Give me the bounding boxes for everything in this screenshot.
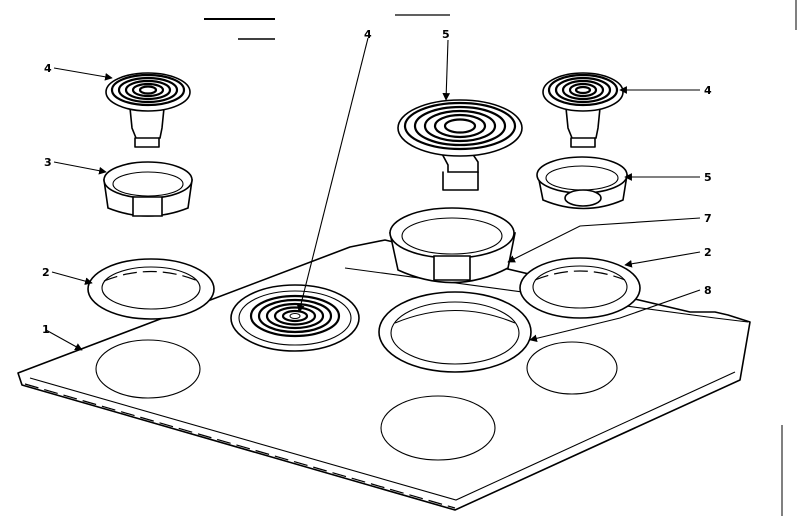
drip-pan-right <box>536 156 628 210</box>
surface-unit-left <box>105 72 191 148</box>
cutout-rear-right <box>526 341 618 395</box>
cutout-front-right <box>380 395 496 461</box>
drip-pan-left <box>103 161 193 217</box>
callout-8: 8 <box>704 284 712 297</box>
callout-5-right: 5 <box>704 171 712 184</box>
surface-unit-right <box>542 72 624 148</box>
callout-4-right: 4 <box>704 84 712 97</box>
callout-2-left: 2 <box>42 266 50 279</box>
cooktop-top <box>17 239 751 511</box>
cutout-front-left <box>95 339 201 399</box>
callout-7: 7 <box>704 212 712 225</box>
leader-lines <box>45 37 701 351</box>
callout-5-top: 5 <box>442 28 450 41</box>
callout-1: 1 <box>42 323 50 336</box>
scan-marks <box>204 0 797 516</box>
callout-4-left: 4 <box>44 62 52 75</box>
drip-pan-large <box>389 207 516 284</box>
callout-4-center: 4 <box>364 28 372 41</box>
callout-2-right: 2 <box>704 246 712 259</box>
surface-unit-large <box>397 99 523 191</box>
trim-ring-right <box>519 257 641 319</box>
trim-ring-left <box>87 258 215 320</box>
callout-3: 3 <box>44 156 52 169</box>
callout-labels: 4 3 2 1 4 5 4 5 7 2 8 <box>42 28 712 336</box>
surface-unit-installed <box>230 284 360 352</box>
trim-ring-large <box>378 291 532 373</box>
